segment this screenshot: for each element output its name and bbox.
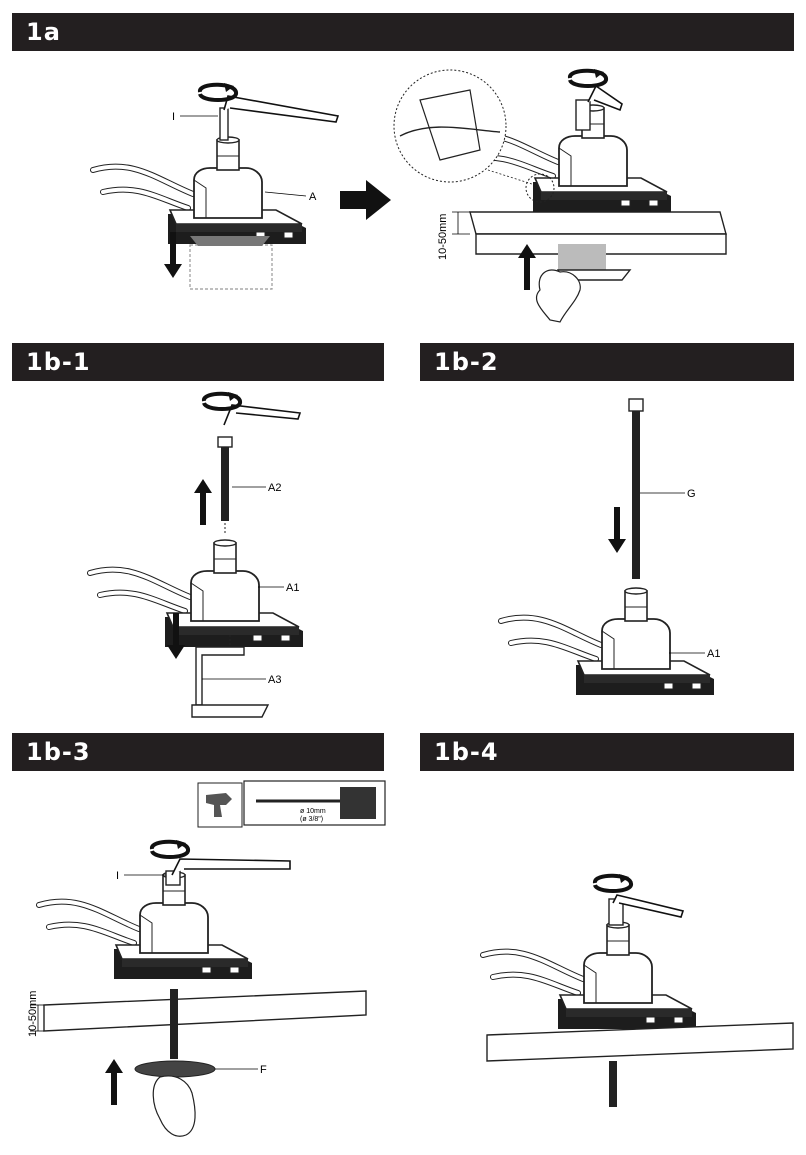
desk-top — [469, 211, 727, 235]
step-1b-3-illustration: ø 10mm (ø 3/8") I 10-50mm F — [0, 775, 403, 1155]
allen-key-icon — [223, 404, 302, 426]
allen-key-icon — [223, 95, 340, 123]
label-f: F — [260, 1064, 267, 1076]
label-i: I — [116, 870, 119, 882]
arrow-right-icon — [340, 180, 391, 220]
label-a: A — [309, 191, 317, 203]
step-1b-4-header: 1b-4 — [420, 733, 794, 771]
step-1b-2-illustration: G A1 — [403, 385, 806, 725]
step-1b-2-header: 1b-2 — [420, 343, 794, 381]
step-1a-header: 1a — [12, 13, 794, 51]
hand-icon — [535, 269, 581, 323]
arrow-up-icon — [105, 1059, 123, 1105]
drill-icon — [197, 782, 243, 828]
threaded-rod — [221, 447, 229, 521]
dimension-label: 10-50mm — [437, 214, 449, 260]
rotation-arrow-icon — [567, 67, 609, 88]
arrow-up-icon — [194, 479, 212, 525]
label-a1: A1 — [286, 582, 299, 594]
step-title: 1b-3 — [26, 738, 91, 766]
step-1b-3-header: 1b-3 — [12, 733, 384, 771]
desk-top — [43, 990, 367, 1032]
label-a2: A2 — [268, 482, 281, 494]
step-1b-1-header: 1b-1 — [12, 343, 384, 381]
arrow-down-icon — [608, 507, 626, 553]
label-a3: A3 — [268, 674, 281, 686]
hand-icon — [152, 1075, 196, 1137]
rotation-arrow-icon — [201, 390, 243, 411]
threaded-rod — [609, 1061, 617, 1107]
step-1b-1-illustration: A2 A1 A3 — [0, 385, 403, 725]
drill-size-metric: ø 10mm — [300, 808, 326, 815]
step-title: 1a — [26, 18, 61, 46]
plate-f — [134, 1060, 216, 1078]
label-a1: A1 — [707, 648, 720, 660]
step-title: 1b-2 — [434, 348, 499, 376]
rotation-arrow-icon — [592, 872, 634, 893]
step-title: 1b-4 — [434, 738, 499, 766]
label-g: G — [687, 488, 696, 500]
step-1a-illustration: I A 10-50mm — [0, 60, 806, 340]
allen-key-icon — [171, 858, 291, 876]
rotation-arrow-icon — [197, 81, 239, 102]
label-i: I — [172, 111, 175, 123]
step-title: 1b-1 — [26, 348, 91, 376]
allen-key-icon — [587, 84, 623, 112]
drill-size-imperial: (ø 3/8") — [300, 816, 323, 823]
clamp-a3 — [195, 646, 245, 706]
clamp-ghost — [189, 244, 273, 290]
step-1b-4-illustration — [403, 775, 806, 1155]
allen-key-icon — [612, 894, 685, 918]
desk-clamp-base — [93, 137, 306, 244]
desk-top — [486, 1022, 794, 1062]
dimension-label: 10-50mm — [27, 991, 39, 1037]
threaded-rod-g — [632, 411, 640, 579]
rotation-arrow-icon — [149, 838, 191, 859]
